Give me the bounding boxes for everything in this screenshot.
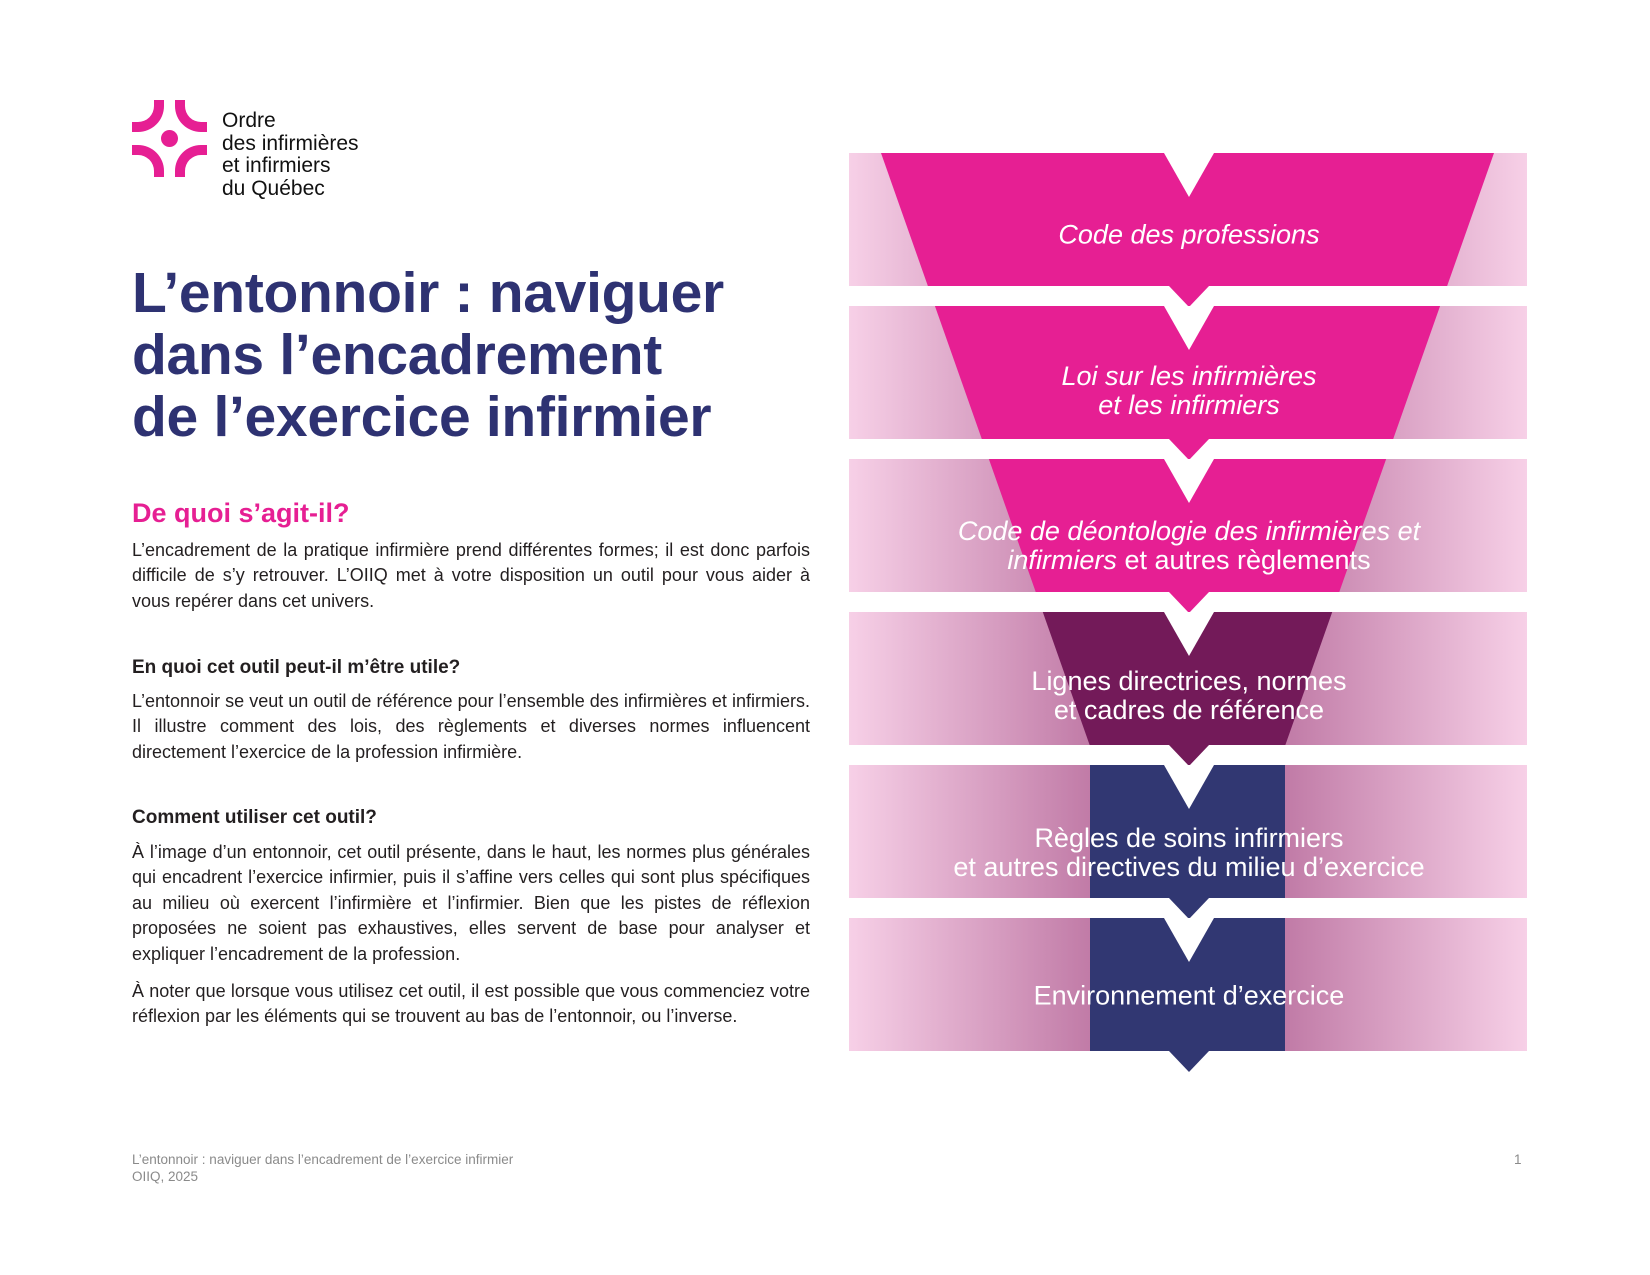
chevron-down-icon [1164,153,1214,197]
title-line: de l’exercice infirmier [132,385,712,449]
title-line: dans l’encadrement [132,323,662,387]
arrow-tip-icon [1169,592,1209,613]
title-line: L’entonnoir : naviguer [132,261,724,325]
chevron-down-icon [1164,306,1214,350]
section-text-what: L’encadrement de la pratique infirmière … [132,540,810,611]
arrow-tip-icon [1169,898,1209,919]
label-text: et cadres de référence [1053,695,1325,725]
label-text: et les infirmiers [1098,390,1280,420]
section-heading-how: Comment utiliser cet outil? [132,807,377,828]
section-text-how-2: À noter que lorsque vous utilisez cet ou… [132,981,810,1027]
section-text-useful: L’entonnoir se veut un outil de référenc… [132,691,810,762]
section-heading-what: De quoi s’agit-il? [132,498,350,528]
logo-line: Ordre [222,109,276,132]
section-text-how-1: À l’image d’un entonnoir, cet outil prés… [132,842,810,964]
arrow-tip-icon [1169,745,1209,766]
label-text: Lignes directrices, normes [1031,666,1347,696]
funnel-level-band [934,306,1441,439]
funnel-level-band [881,153,1494,286]
funnel-level-band [988,459,1387,592]
funnel-level-band [1042,612,1333,745]
chevron-down-icon [1164,612,1214,656]
logo-line: des infirmières [222,131,359,155]
page-number: 1 [1514,1152,1522,1167]
footer-org-year: OIIQ, 2025 [132,1169,199,1184]
logo-wordmark: Ordre des infirmières et infirmiers du Q… [222,109,359,200]
chevron-down-icon [1164,459,1214,503]
footer: L’entonnoir : naviguer dans l’encadremen… [132,1151,513,1185]
label-text: et autres directives du milieu d’exercic… [953,852,1425,882]
label-text: Loi sur les infirmières [1061,361,1317,391]
footer-doc-title: L’entonnoir : naviguer dans l’encadremen… [132,1152,514,1167]
funnel-label-6: Environnement d’exercice [849,980,1529,1011]
label-text: Code des professions [1058,219,1320,250]
arrow-tip-icon [1169,286,1209,307]
label-text: Règles de soins infirmiers [1034,823,1344,853]
funnel-label-1: Code des professions [849,219,1529,250]
chevron-down-icon [1164,765,1214,809]
label-text: et autres règlements [1116,545,1371,575]
funnel-level-band [1090,765,1285,898]
arrow-tip-icon [1169,1051,1209,1072]
logo-line: du Québec [222,176,325,200]
logo-line: et infirmiers [222,154,331,177]
label-text: infirmiers [1007,545,1117,575]
chevron-down-icon [1164,918,1214,962]
label-text: Code de déontologie des infirmières et [957,516,1421,546]
arrow-tip-icon [1169,439,1209,460]
oiiq-logo-icon [132,100,207,177]
section-heading-useful: En quoi cet outil peut-il m’être utile? [132,657,461,678]
label-text: Environnement d’exercice [1033,980,1345,1011]
page-title: L’entonnoir : naviguer dans l’encadremen… [132,262,724,448]
funnel-level-band [1090,918,1285,1051]
